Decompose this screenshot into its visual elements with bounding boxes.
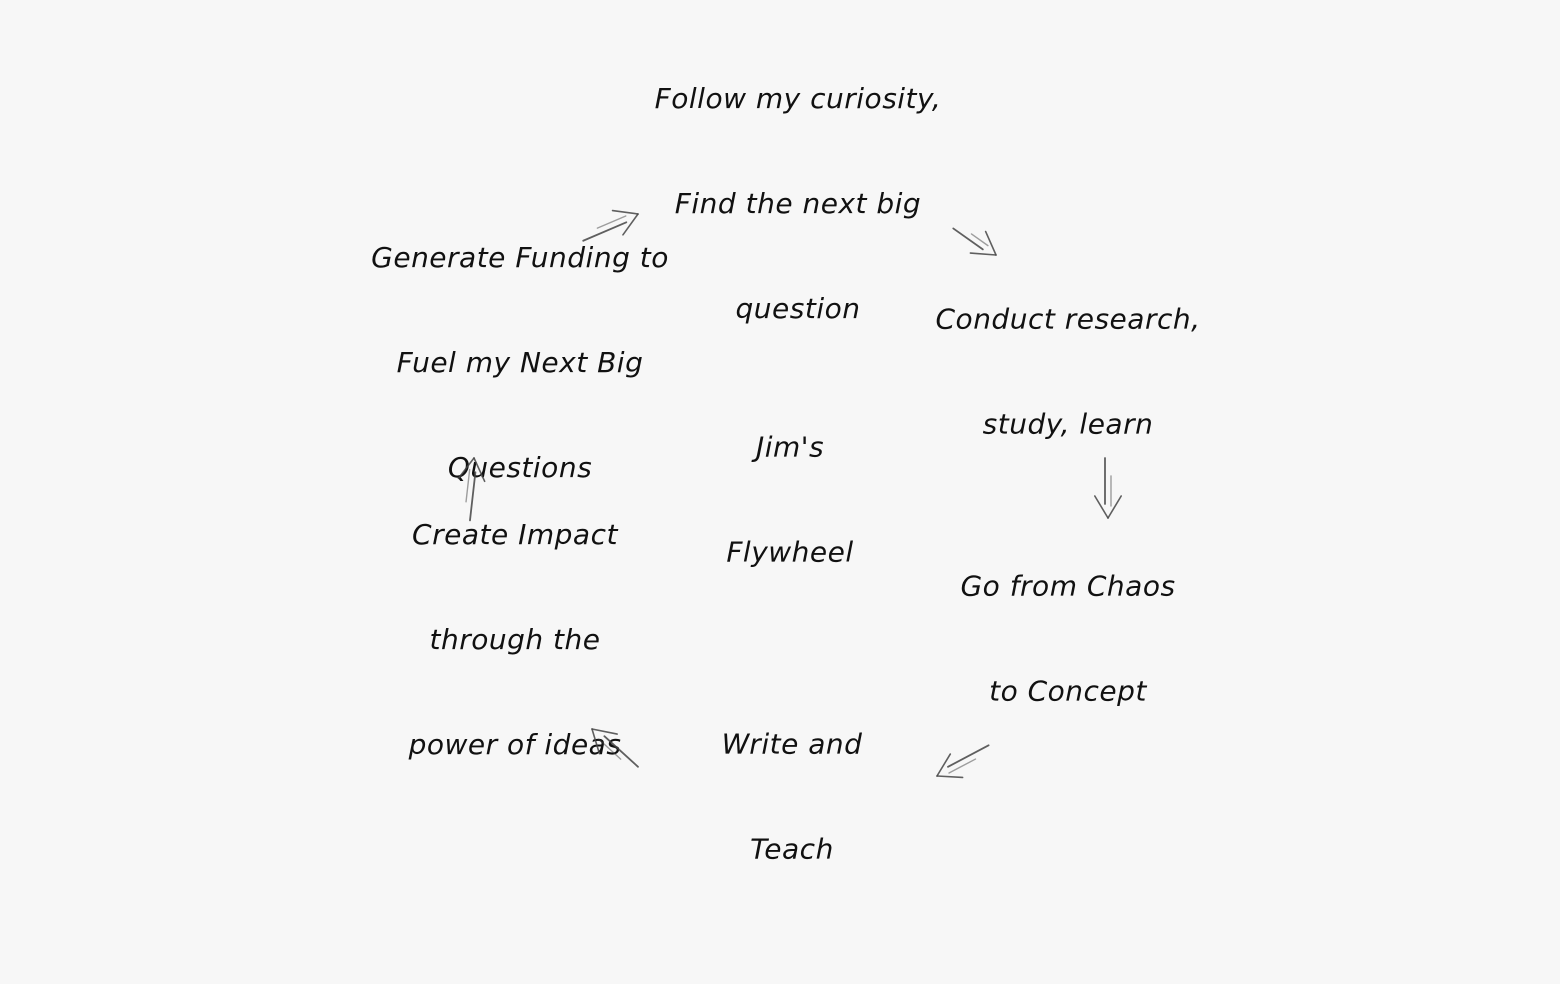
- arrow-icon: [457, 457, 486, 522]
- step-conduct-research: Conduct research, study, learn: [936, 232, 1201, 477]
- step-line: Generate Funding to: [371, 241, 669, 274]
- step-create-impact: Create Impact through the power of ideas: [409, 447, 622, 797]
- arrow-icon: [582, 209, 639, 242]
- step-line: power of ideas: [408, 728, 622, 761]
- step-line: Questions: [447, 451, 593, 484]
- arrow-icon: [936, 744, 990, 779]
- step-line: question: [735, 292, 861, 325]
- step-follow-curiosity: Follow my curiosity, Find the next big q…: [655, 11, 942, 361]
- step-generate-funding: Generate Funding to Fuel my Next Big Que…: [371, 170, 669, 520]
- step-line: Follow my curiosity,: [654, 82, 942, 115]
- arrow-icon: [952, 227, 997, 256]
- step-line: through the: [429, 623, 601, 656]
- step-line: Find the next big: [674, 187, 922, 220]
- step-line: Conduct research,: [935, 302, 1201, 336]
- title-line: Flywheel: [726, 535, 854, 569]
- arrow-icon: [1094, 457, 1122, 519]
- title-line: Jim's: [755, 430, 825, 464]
- diagram-title: Jim's Flywheel: [726, 360, 853, 605]
- step-chaos-to-concept: Go from Chaos to Concept: [960, 499, 1175, 744]
- step-line: to Concept: [989, 674, 1147, 708]
- step-write-teach: Write and Teach: [722, 657, 863, 902]
- step-line: Create Impact: [412, 518, 618, 551]
- step-line: Go from Chaos: [960, 569, 1176, 603]
- step-line: study, learn: [982, 407, 1154, 441]
- step-line: Write and: [721, 727, 863, 761]
- arrow-icon: [591, 728, 639, 768]
- step-line: Teach: [750, 832, 834, 866]
- step-line: Fuel my Next Big: [396, 346, 644, 379]
